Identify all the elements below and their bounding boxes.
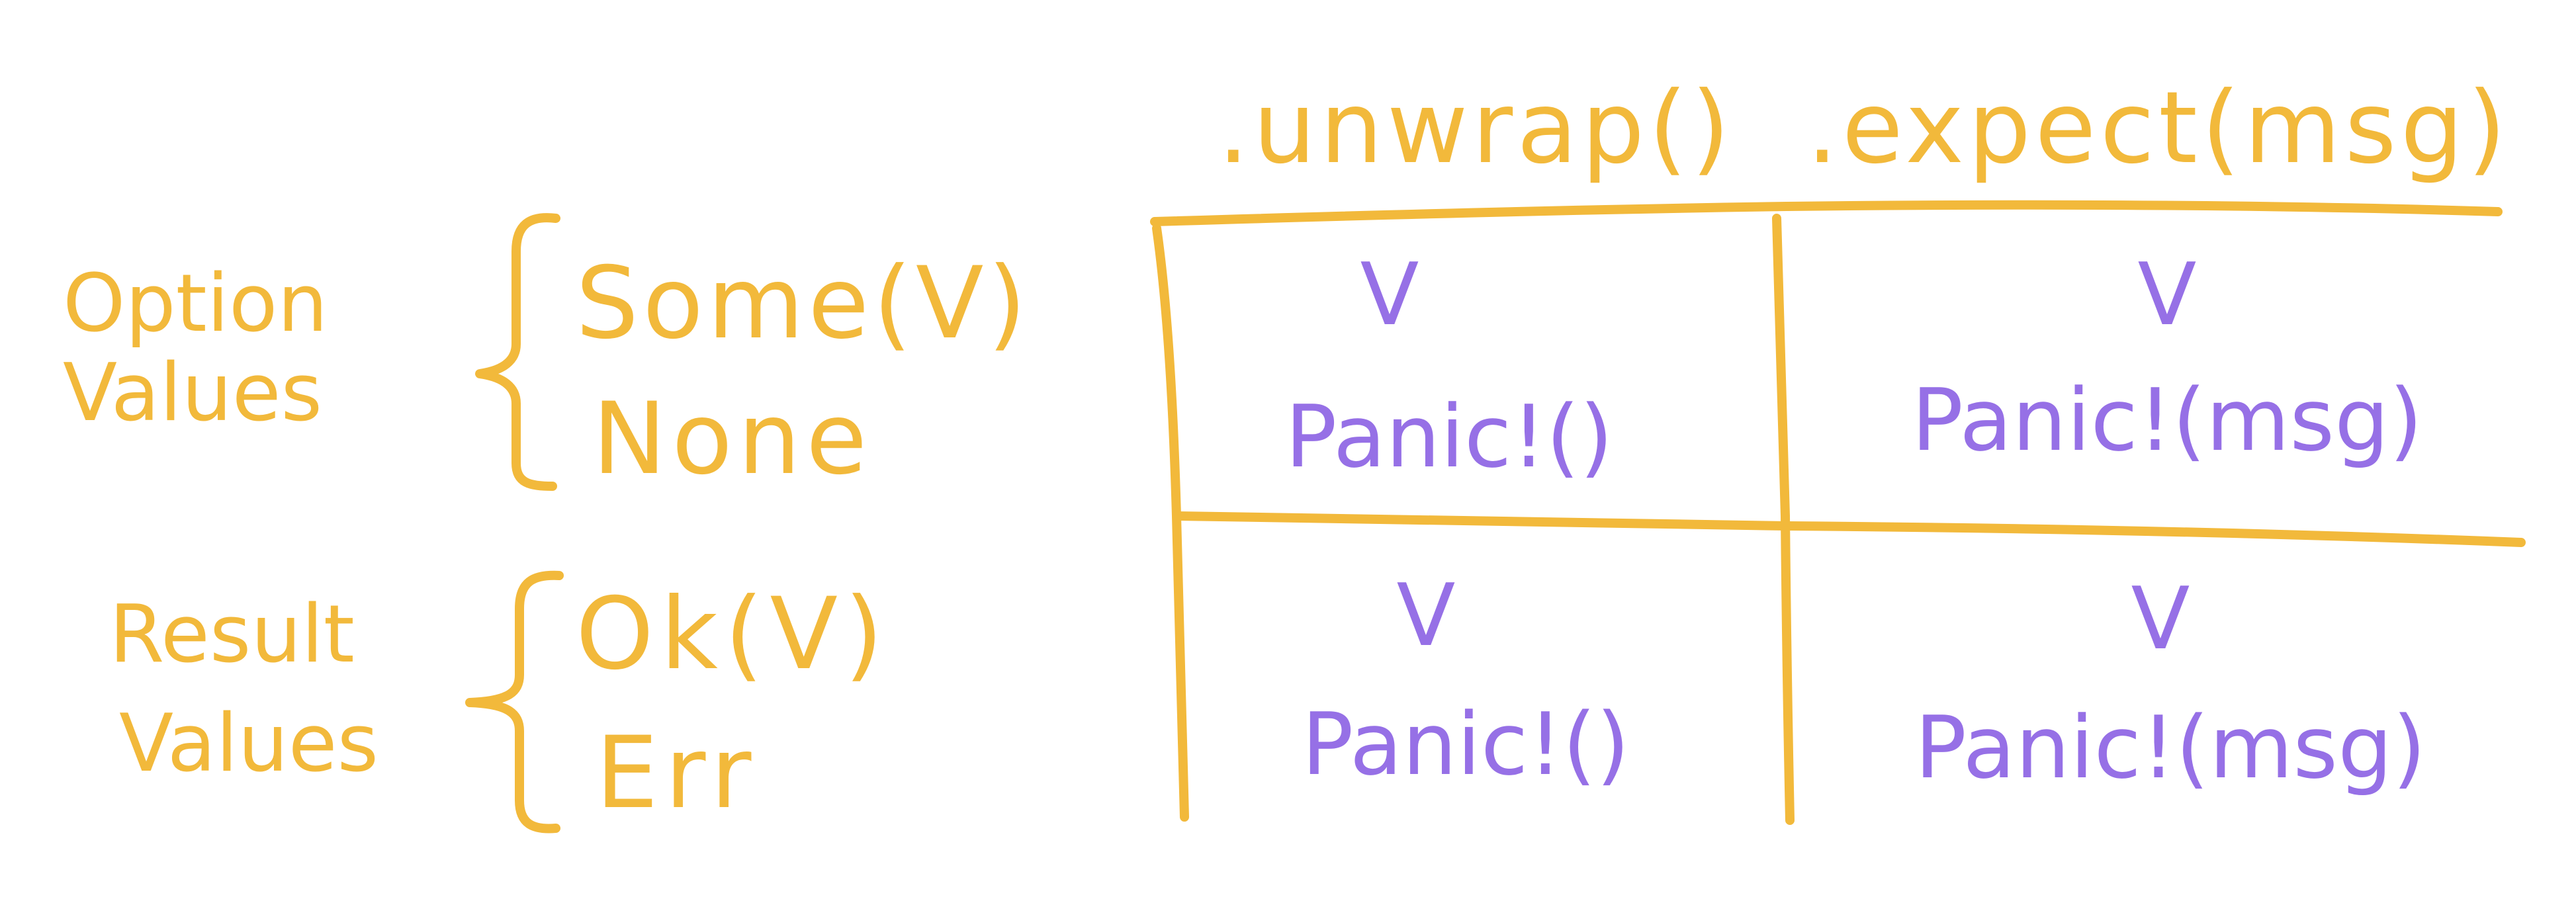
column-header-expect: .expect(msg) — [1806, 71, 2510, 186]
cell-result-unwrap-fail: Panic!() — [1302, 694, 1630, 794]
cell-option-expect-ok: V — [2138, 244, 2197, 345]
result-value-err: Err — [596, 716, 758, 831]
option-label-line2: Values — [63, 347, 322, 439]
option-value-some: Some(V) — [576, 246, 1030, 361]
result-value-ok: Ok(V) — [576, 577, 890, 692]
cell-option-unwrap-fail: Panic!() — [1285, 386, 1613, 487]
option-value-none: None — [592, 382, 872, 497]
cell-result-expect-fail: Panic!(msg) — [1915, 697, 2426, 798]
table-middle-line — [1173, 511, 2526, 547]
cell-option-unwrap-ok: V — [1360, 244, 1419, 345]
result-label-line2: Values — [119, 698, 378, 790]
table-center-line — [1772, 214, 1795, 825]
cell-result-expect-ok: V — [2131, 568, 2190, 669]
column-header-unwrap: .unwrap() — [1218, 71, 1734, 186]
cell-result-unwrap-ok: V — [1397, 565, 1456, 665]
option-brace — [475, 213, 560, 491]
result-brace — [465, 570, 564, 834]
table-left-line — [1152, 224, 1189, 822]
table-top-line — [1150, 200, 2503, 226]
option-label-line1: Option — [63, 258, 328, 350]
cell-option-expect-fail: Panic!(msg) — [1912, 370, 2423, 470]
result-label-line1: Result — [109, 589, 355, 681]
